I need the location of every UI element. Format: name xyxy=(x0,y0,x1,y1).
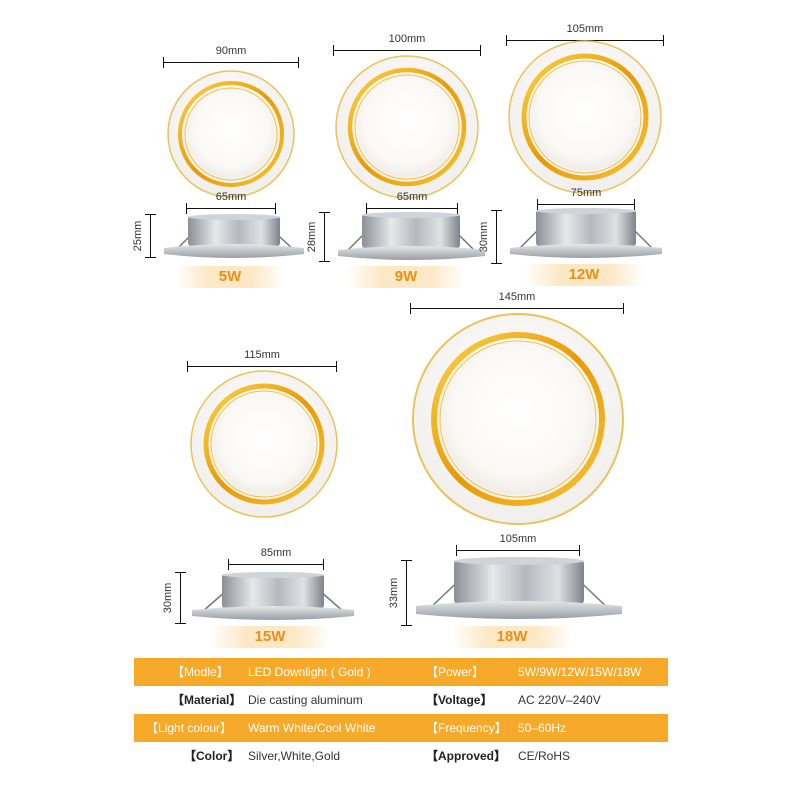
body-width-label: 65mm xyxy=(396,191,428,203)
downlight-front-18w xyxy=(412,313,624,525)
spec-value: 5W/9W/12W/15W/18W xyxy=(518,665,642,679)
wattage-badge: 9W xyxy=(346,266,466,288)
spec-value: LED Downlight ( Gold ) xyxy=(248,665,371,679)
body-width-dimension: 75mm xyxy=(537,187,635,210)
spec-key: 【Modle】 xyxy=(172,665,229,679)
downlight-front-9w xyxy=(335,55,479,199)
wattage-badge: 12W xyxy=(524,264,644,286)
spec-value: Silver,White,Gold xyxy=(248,749,341,763)
spec-row: 【Light colour】 Warm White/Cool White 【Fr… xyxy=(134,714,668,742)
spec-key: 【Frequency】 xyxy=(426,721,507,735)
height-label: 33mm xyxy=(388,577,400,609)
spec-key: 【Approved】 xyxy=(426,749,507,763)
spec-key: 【Power】 xyxy=(426,665,485,679)
spec-value: Die casting aluminum xyxy=(248,693,363,707)
downlight-side-5w xyxy=(164,214,304,258)
height-label: 25mm xyxy=(132,220,144,252)
face-width-label: 145mm xyxy=(498,291,536,303)
height-dimension: 25mm xyxy=(132,214,156,258)
spec-table: 【Modle】 LED Downlight ( Gold ) 【Power】 5… xyxy=(134,658,668,770)
body-width-dimension: 65mm xyxy=(366,191,458,214)
spec-key: 【Light colour】 xyxy=(146,721,233,735)
spec-value: AC 220V–240V xyxy=(518,693,601,707)
body-width-dimension: 105mm xyxy=(456,533,580,556)
downlight-side-12w xyxy=(510,208,662,258)
spec-value: CE/RoHS xyxy=(518,749,571,763)
spec-row: 【Material】 Die casting aluminum 【Voltage… xyxy=(134,686,668,714)
body-width-label: 65mm xyxy=(215,191,247,203)
height-label: 28mm xyxy=(306,221,318,253)
height-label: 30mm xyxy=(478,221,490,253)
face-width-dimension: 90mm xyxy=(163,45,299,68)
downlight-front-5w xyxy=(167,70,295,198)
height-dimension: 30mm xyxy=(478,210,502,264)
body-width-label: 75mm xyxy=(570,187,602,199)
wattage-badge: 18W xyxy=(452,626,572,648)
height-dimension: 30mm xyxy=(162,572,186,624)
wattage-badge: 5W xyxy=(175,266,285,288)
spec-key: 【Material】 xyxy=(172,693,242,707)
downlight-side-18w xyxy=(416,557,622,619)
downlight-side-15w xyxy=(192,572,354,620)
face-width-dimension: 145mm xyxy=(410,291,624,314)
spec-value: 50–60Hz xyxy=(518,721,567,735)
body-width-dimension: 85mm xyxy=(228,547,324,570)
face-width-label: 115mm xyxy=(244,349,280,361)
downlight-front-15w xyxy=(190,370,338,518)
body-width-label: 105mm xyxy=(499,533,537,545)
face-width-label: 90mm xyxy=(215,45,247,57)
spec-row: 【Modle】 LED Downlight ( Gold ) 【Power】 5… xyxy=(134,658,668,686)
body-width-dimension: 65mm xyxy=(186,191,276,214)
face-width-dimension: 100mm xyxy=(333,33,481,56)
wattage-badge: 15W xyxy=(210,626,330,648)
spec-key: 【Color】 xyxy=(184,749,240,763)
downlight-side-9w xyxy=(338,212,485,260)
height-dimension: 33mm xyxy=(388,560,412,626)
height-dimension: 28mm xyxy=(306,212,330,262)
height-label: 30mm xyxy=(162,582,174,614)
face-width-label: 105mm xyxy=(566,23,604,35)
spec-key: 【Voltage】 xyxy=(426,693,493,707)
face-width-label: 100mm xyxy=(388,33,426,45)
spec-row: 【Color】 Silver,White,Gold 【Approved】 CE/… xyxy=(134,742,668,770)
downlight-front-12w xyxy=(508,40,662,194)
spec-value: Warm White/Cool White xyxy=(248,721,376,735)
body-width-label: 85mm xyxy=(260,547,292,559)
face-width-dimension: 115mm xyxy=(187,349,337,372)
